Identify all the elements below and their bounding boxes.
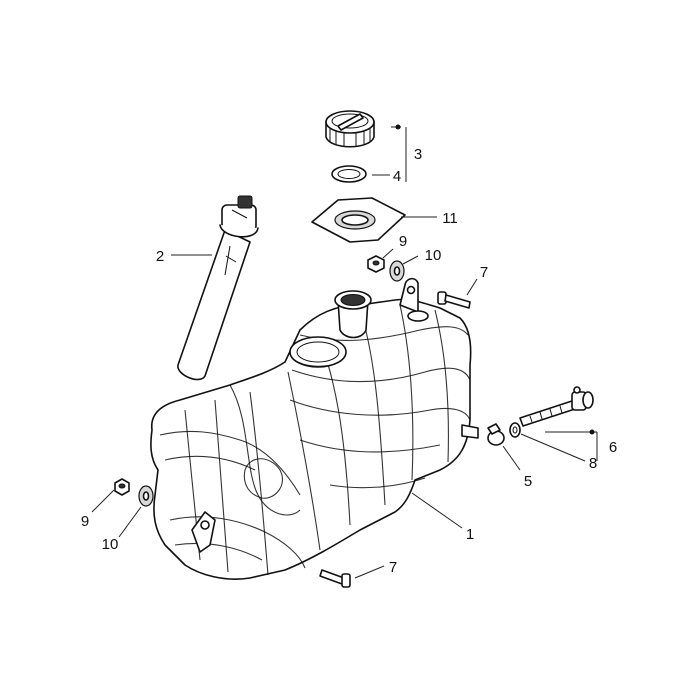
callout-fuel-tank: 1 <box>466 526 474 543</box>
callout-drain-bolt-group: 6 <box>609 439 617 456</box>
callouts: 2 3 4 11 9 10 7 5 6 8 1 9 10 7 <box>81 146 617 576</box>
filler-cap <box>325 110 375 148</box>
callout-bolt-bottom: 7 <box>389 559 397 576</box>
bolt-top <box>437 291 471 309</box>
callout-bolt-top: 7 <box>480 264 488 281</box>
leader-dot <box>395 124 401 130</box>
cap-gasket <box>331 165 367 183</box>
callout-nut-top: 9 <box>399 233 407 250</box>
leader-dot <box>589 429 595 435</box>
callout-fuel-level-sender: 2 <box>156 248 164 265</box>
callout-washer-bottom: 10 <box>102 536 119 553</box>
drain-washer <box>509 422 521 438</box>
nut-top <box>367 255 385 273</box>
callout-hose-clamp: 5 <box>524 473 532 490</box>
fuel-tank <box>150 277 479 580</box>
washer-bottom <box>138 485 154 507</box>
bolt-bottom <box>319 569 351 588</box>
callout-filler-neck-plate: 11 <box>442 210 458 227</box>
hose-clamp <box>487 423 505 446</box>
callout-cap-gasket: 4 <box>393 168 401 185</box>
washer-top <box>389 260 405 282</box>
leader-lines <box>91 124 598 579</box>
callout-filler-cap: 3 <box>414 146 422 163</box>
callout-drain-washer: 8 <box>589 455 597 472</box>
filler-neck-plate <box>311 197 406 243</box>
fuel-level-sender <box>177 195 259 381</box>
callout-washer-top: 10 <box>425 247 442 264</box>
nut-bottom <box>114 478 130 496</box>
drain-bolt <box>519 386 594 427</box>
callout-nut-bottom: 9 <box>81 513 89 530</box>
